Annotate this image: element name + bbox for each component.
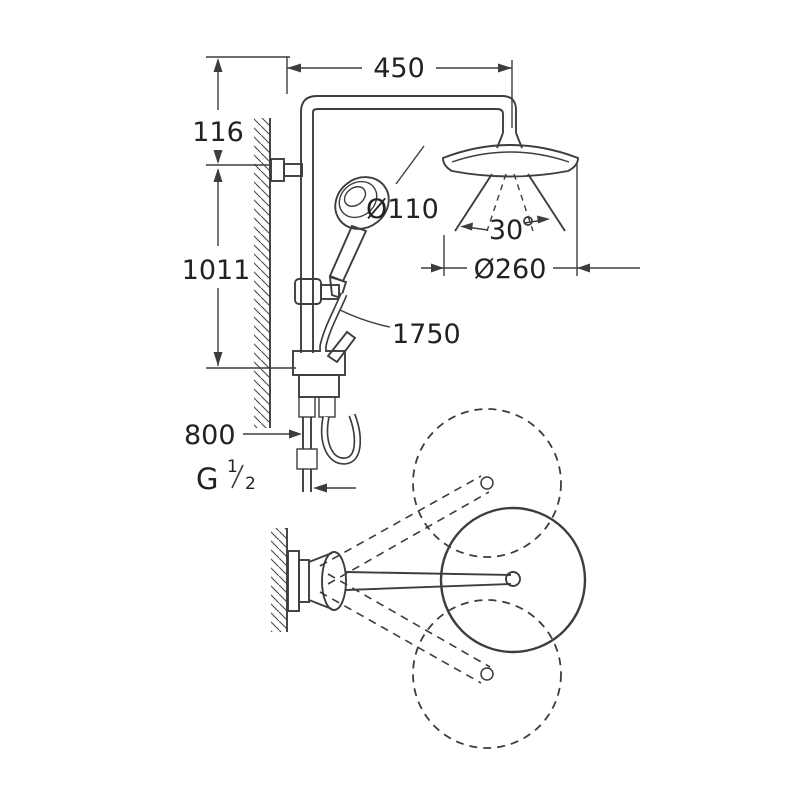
head-shower	[442, 132, 579, 178]
dim-110: Ø110	[366, 145, 439, 225]
dim-1011-arrow-bottom	[213, 352, 223, 366]
arm-wall-plate	[287, 550, 300, 612]
bracket-wall-plate	[270, 158, 285, 182]
thread-arrow	[313, 483, 327, 493]
dim-1011-arrow-top	[213, 168, 223, 182]
head-shower-dish	[442, 144, 579, 178]
supply-pipe-upper	[302, 417, 312, 449]
dim-450-arrow-right	[498, 63, 512, 73]
dim-116-arrow-top	[213, 58, 223, 72]
head-shower-positions	[319, 408, 587, 749]
connection-height-label: 800	[184, 420, 236, 451]
arm-cone-lines	[308, 552, 333, 610]
head-shower-diameter-label: Ø260	[474, 254, 547, 285]
hose-loop-core	[322, 414, 360, 464]
connection-fittings	[298, 396, 336, 418]
hand-shower-hose-core	[320, 293, 346, 352]
degree-symbol-icon	[523, 216, 533, 226]
swivel-wall	[271, 528, 288, 632]
spray-line-left	[454, 173, 493, 232]
dim-116-label: 116	[192, 117, 244, 148]
hand-shower	[328, 176, 390, 300]
dim-450-label: 450	[373, 53, 425, 84]
rail-outer-line	[300, 95, 517, 353]
hose-length-label: 1750	[392, 319, 461, 350]
fitting-left	[298, 396, 316, 418]
arm-dashed-upper-2	[327, 491, 490, 585]
dim-800: 800	[184, 420, 302, 451]
arm-wall-flange	[298, 559, 310, 603]
head-shower-circle-lower	[412, 599, 562, 749]
thread-numerator-label: 1	[227, 457, 238, 477]
head-shower-circle-current	[439, 506, 587, 654]
hand-shower-face-mid	[338, 180, 378, 219]
wall-hatch-area	[254, 118, 270, 428]
arm-escutcheon	[321, 551, 347, 611]
hub-lower	[480, 667, 494, 681]
arm-dashed-lower-1	[319, 591, 482, 684]
dim-1750-leader	[339, 309, 391, 328]
spray-angle-label: 30	[489, 215, 523, 246]
hand-shower-handle	[328, 224, 368, 283]
dim-260: Ø260	[421, 164, 640, 285]
arm-dashed-upper-1	[319, 475, 482, 567]
swivel-view	[271, 408, 587, 749]
thread-section	[296, 448, 318, 470]
holder-glide	[294, 278, 322, 305]
wall-bracket	[270, 158, 303, 182]
dim-116: 116	[192, 58, 272, 166]
dim-1011-label: 1011	[182, 255, 251, 286]
dim-450: 450	[206, 53, 513, 128]
dim-260-arrow-right	[577, 263, 590, 273]
hand-shower-face-outer	[334, 176, 390, 230]
spray-line-right	[527, 173, 566, 232]
rail-inner-line	[312, 108, 504, 353]
spray-cone	[454, 173, 566, 232]
swivel-wall-hatch	[271, 528, 287, 632]
shower-arm	[287, 550, 521, 612]
hub-upper	[480, 476, 494, 490]
head-shower-rim-line	[451, 151, 570, 163]
wall	[254, 118, 271, 428]
hoses	[319, 292, 362, 465]
head-shower-circle-upper	[412, 408, 562, 558]
shower-rail	[300, 95, 517, 353]
front-view: 450 116 1011	[182, 53, 640, 496]
dim-1011: 1011	[182, 168, 296, 369]
dim-450-arrow-left	[287, 63, 301, 73]
mixer-body-lower	[298, 374, 340, 398]
holder-arm	[320, 284, 340, 300]
thread-g-label: G	[196, 462, 218, 496]
slider-holder	[294, 278, 340, 305]
arm-hub	[505, 571, 521, 587]
supply-pipe	[296, 417, 318, 492]
arm-dashed-lower-2	[327, 573, 491, 668]
dim-110-leader	[395, 145, 425, 185]
bracket-arm	[283, 163, 303, 177]
dim-1750: 1750	[339, 309, 461, 350]
thread-callout: G 1 2	[196, 457, 356, 496]
dim-116-arrow-bottom	[213, 150, 223, 164]
dim-spray-angle: 30	[460, 215, 550, 246]
dim-260-arrow-left	[431, 263, 444, 273]
thread-denominator-label: 2	[245, 474, 256, 494]
thread-fraction-slash	[231, 464, 244, 489]
supply-pipe-lower	[302, 469, 312, 492]
spray-angle-arrow-right	[537, 215, 550, 224]
dim-800-arrow	[289, 429, 302, 439]
arm-bar	[345, 571, 512, 591]
spray-angle-arrow-left	[460, 222, 473, 231]
mixer-lever	[326, 330, 357, 364]
hand-shower-diameter-label: Ø110	[366, 194, 439, 225]
hand-shower-face-inner	[343, 186, 367, 207]
fitting-right	[318, 396, 336, 418]
